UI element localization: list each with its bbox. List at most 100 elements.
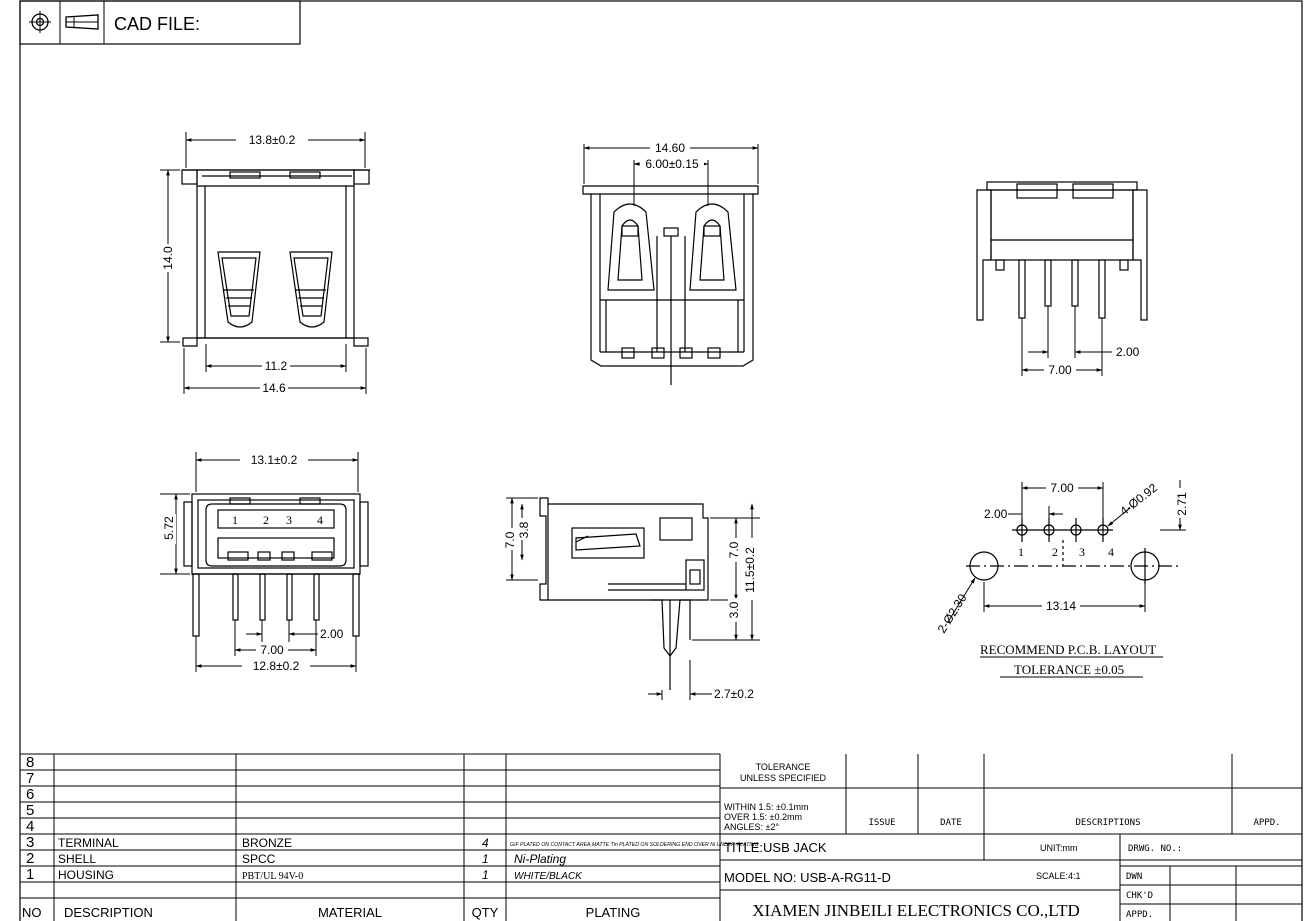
bom-header-plating: PLATING [586,905,641,920]
cad-file-label: CAD FILE: [114,14,200,34]
bom-row-no: 4 [26,818,34,835]
dims-front-top: 13.8±0.2 14.0 11.2 14.6 [160,132,367,395]
view-pcb-layout [966,518,1180,584]
bom-row-no: 3 [26,834,34,851]
col-issue: ISSUE [868,818,895,828]
view-rear [582,185,759,385]
company-name: XIAMEN JINBEILI ELECTRONICS CO.,LTD [752,901,1080,920]
pcb-layout-title: RECOMMEND P.C.B. LAYOUT [980,642,1156,657]
dim-pcb-offset: 2.71 [1175,492,1189,516]
dim-profile-height-right: 7.0 [727,541,741,558]
bom-row-qty: 1 [482,852,489,866]
dim-front-top-width: 13.8±0.2 [249,133,296,147]
dim-profile-total-height: 11.5±0.2 [743,547,757,593]
tolerance-title-line1: TOLERANCE [756,762,811,772]
projection-symbol-icon [29,11,51,33]
dim-side-pin-span: 7.00 [1048,363,1072,377]
dim-profile-pin-length: 3.0 [727,601,741,618]
pcb-layout-tolerance: TOLERANCE ±0.05 [1014,662,1124,677]
dim-profile-height-left: 7.0 [503,531,517,548]
tolerance-value-3: ANGLES: ±2° [724,822,779,832]
model-label: MODEL NO: USB-A-RG11-D [724,870,891,885]
bom-row-no: 8 [26,754,34,771]
col-descriptions: DESCRIPTIONS [1075,818,1140,828]
sheet-border [19,0,1303,921]
dim-face-pin-pitch: 2.00 [320,627,344,641]
bom-row-no: 6 [26,786,34,803]
dim-pcb-pitch: 2.00 [984,507,1008,521]
pcb-pin-label-4: 4 [1108,545,1114,559]
dim-profile-offset: 2.7±0.2 [714,687,754,701]
dim-front-height: 14.0 [161,246,175,270]
dim-face-height: 5.72 [162,516,176,540]
tolerance-title-line2: UNLESS SPECIFIED [740,773,827,783]
bom-row-plating: Ni-Plating [514,852,566,866]
view-profile [539,497,709,690]
pcb-layout-note: RECOMMEND P.C.B. LAYOUT TOLERANCE ±0.05 [980,642,1163,678]
bom-row-description: TERMINAL [58,836,119,850]
col-appd: APPD. [1253,818,1280,828]
bom-row-plating: G/F PLATED ON CONTACT AREA,MATTE Tin PLA… [510,842,759,848]
pin-labels-pcb: 1 2 3 4 [1018,545,1114,559]
bom-row-no: 2 [26,850,34,867]
dim-face-width: 13.1±0.2 [251,453,298,467]
cone-symbol-icon [65,14,99,30]
dims-side: 2.00 7.00 [1021,306,1140,377]
dim-front-pin-span: 11.2 [265,359,288,373]
view-front-top [181,169,370,347]
dim-face-bottom-width: 12.8±0.2 [253,659,300,673]
bom-row-no: 1 [26,866,34,883]
tolerance-value-2: OVER 1.5: ±0.2mm [724,812,802,822]
unit-label: UNIT:mm [1040,843,1078,853]
dims-face: 13.1±0.2 5.72 2.00 7.00 12.8±0.2 [160,452,359,673]
col-date: DATE [940,818,962,828]
bom-row-material: PBT/UL 94V-0 [242,871,303,882]
bom-row-description: HOUSING [58,868,114,882]
bom-row-description: SHELL [58,852,96,866]
bom-header-no: NO [22,905,42,920]
bom-row-qty: 1 [482,868,489,882]
appd-label: APPD. [1126,910,1153,920]
bom-header-qty: QTY [472,905,499,920]
dim-pcb-hole: 4-Ø0.92 [1117,480,1160,518]
dim-rear-tab-width: 6.00±0.15 [645,157,699,171]
scale-label: SCALE:4:1 [1036,871,1081,881]
title-block: TOLERANCE UNLESS SPECIFIED WITHIN 1.5: ±… [720,754,1302,921]
view-face [183,493,369,637]
bom-row-no: 5 [26,802,34,819]
pcb-pin-label-2: 2 [1052,545,1058,559]
bom-table: 8 7 6 5 4 3 2 1 TERMINAL BRONZE 4 G/F PL… [20,753,759,921]
dims-profile: 7.0 3.8 7.0 11.5±0.2 3.0 2.7±0.2 [503,497,760,701]
bom-row-material: SPCC [242,852,276,866]
pin-label-4: 4 [317,513,323,527]
dim-pcb-span: 7.00 [1050,481,1074,495]
bom-row-material: BRONZE [242,836,292,850]
bom-row-no: 7 [26,770,34,787]
dim-face-pin-span: 7.00 [260,643,284,657]
pcb-pin-label-1: 1 [1018,545,1024,559]
dim-profile-inner-left: 3.8 [517,521,531,538]
dim-front-overall-width: 14.6 [262,381,286,395]
dims-rear: 14.60 6.00±0.15 [583,140,759,206]
dwn-label: DWN [1126,872,1142,882]
pin-labels-face: 1 2 3 4 [232,513,323,527]
pcb-pin-label-3: 3 [1079,545,1085,559]
dim-pcb-shell-hole: 2-Ø2.30 [935,591,970,635]
chkd-label: CHK'D [1126,891,1153,901]
bom-row-qty: 4 [482,836,489,850]
view-side [976,181,1148,321]
dim-rear-width: 14.60 [655,141,685,155]
bom-header-description: DESCRIPTION [64,905,153,920]
dim-side-pin-pitch: 2.00 [1116,345,1140,359]
pin-label-3: 3 [286,513,292,527]
bom-row-plating: WHITE/BLACK [514,871,583,882]
title-label: TITLE:USB JACK [724,840,827,855]
pin-label-1: 1 [232,513,238,527]
pin-label-2: 2 [263,513,269,527]
drwg-no-label: DRWG. NO.: [1128,844,1182,854]
cad-header: CAD FILE: [19,0,301,45]
tolerance-value-1: WITHIN 1.5: ±0.1mm [724,802,808,812]
dim-pcb-shell-span: 13.14 [1046,599,1076,613]
bom-header-material: MATERIAL [318,905,382,920]
